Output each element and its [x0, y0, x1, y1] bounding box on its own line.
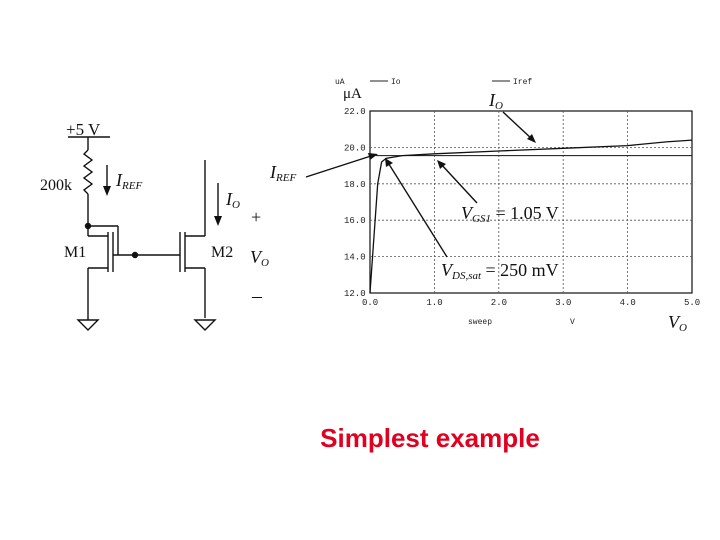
m2-label: M2 [211, 244, 233, 261]
circuit-labels: +5 V 200k IREF IO M1 M2 + – VO [40, 120, 269, 307]
annotation-io: IO [488, 90, 503, 112]
y-tick-labels: 22.0 20.0 18.0 16.0 14.0 12.0 [344, 107, 366, 299]
arrowhead [368, 153, 378, 160]
junction-dot [131, 251, 139, 259]
current-vs-vo-chart: 22.0 20.0 18.0 16.0 14.0 12.0 0.0 1.0 2.0 3.0 4.0… [269, 78, 700, 334]
ground-symbol-m2 [193, 319, 217, 331]
x-tick-label: 4.0 [620, 298, 636, 308]
arrow-vgs [439, 162, 478, 204]
plus-sign: + [251, 207, 261, 227]
annotation-vds: VDS,sat = 250 mV [441, 260, 559, 282]
legend-io: Io [391, 78, 401, 87]
x-axis-label-big: VO [668, 312, 687, 334]
series-line-io [369, 139, 693, 294]
y-tick-label: 12.0 [344, 289, 366, 299]
annotation-vgs: VGS1 = 1.05 V [461, 203, 559, 225]
y-tick-label: 14.0 [344, 253, 366, 263]
resistor-label: 200k [40, 177, 72, 194]
io-arrowhead [214, 216, 222, 226]
slide-caption: Simplest example [320, 423, 540, 453]
arrow-iref [305, 154, 375, 178]
m1-label: M1 [64, 244, 86, 261]
x-axis-unit: V [570, 318, 575, 327]
x-tick-label: 0.0 [362, 298, 378, 308]
annotations: IO IREF VGS1 = 1.05 V VDS,sat = 250 mV [269, 90, 559, 282]
plot-frame [369, 110, 693, 294]
resistor-symbol [82, 149, 94, 195]
x-tick-label: 3.0 [555, 298, 571, 308]
x-tick-labels: 0.0 1.0 2.0 3.0 4.0 5.0 [362, 298, 700, 308]
y-unit-big: μA [343, 86, 362, 102]
x-axis-label: sweep [468, 318, 492, 327]
vo-label: VO [250, 247, 269, 269]
y-tick-label: 16.0 [344, 216, 366, 226]
y-tick-label: 18.0 [344, 180, 366, 190]
annotation-arrows [305, 111, 536, 258]
iref-arrowhead [103, 186, 111, 196]
annotation-iref: IREF [269, 162, 296, 184]
ground-symbol-m1 [76, 319, 100, 331]
arrowhead [527, 134, 536, 143]
arrow-io [502, 111, 534, 141]
current-mirror-schematic [68, 136, 222, 331]
minus-sign: – [251, 285, 263, 307]
arrow-vds [386, 160, 448, 258]
legend-iref: Iref [513, 78, 532, 87]
y-tick-label: 22.0 [344, 107, 366, 117]
x-tick-label: 2.0 [491, 298, 507, 308]
y-tick-label: 20.0 [344, 143, 366, 153]
x-tick-label: 1.0 [426, 298, 442, 308]
arrowhead [385, 158, 393, 167]
iref-label: IREF [115, 170, 142, 192]
supply-label: +5 V [66, 120, 101, 139]
x-tick-label: 5.0 [684, 298, 700, 308]
arrowhead [437, 160, 446, 169]
unit-label: uA [335, 78, 345, 87]
io-label: IO [225, 189, 240, 211]
